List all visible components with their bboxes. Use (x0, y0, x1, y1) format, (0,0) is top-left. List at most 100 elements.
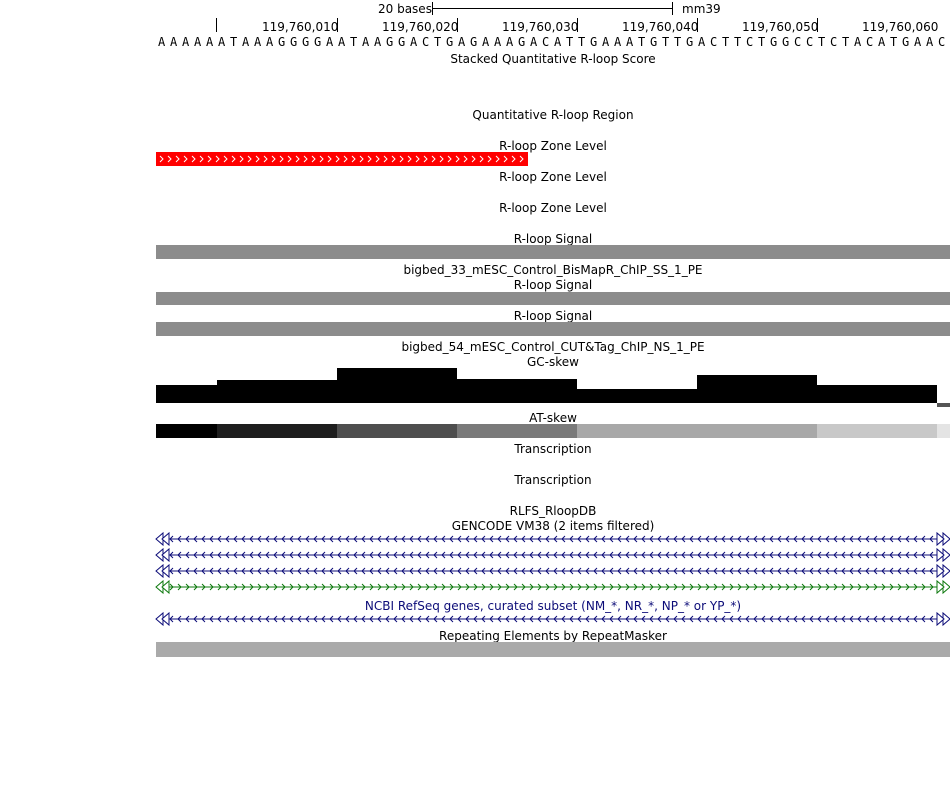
track-label-bigbed-54[interactable]: bigbed_54_mESC_Control_CUT&Tag_ChIP_NS_1… (401, 340, 705, 354)
gc-skew-bar (817, 385, 937, 403)
base-letter: A (242, 35, 250, 49)
base-letter: G (302, 35, 310, 49)
track-label-at-skew[interactable]: AT-skew (529, 411, 577, 425)
base-letter: C (422, 35, 430, 49)
base-letter: C (830, 35, 838, 49)
ruler-tick-label: 119,760,040 (622, 20, 699, 34)
base-letter: A (458, 35, 466, 49)
base-letter: A (266, 35, 274, 49)
base-letter: G (278, 35, 286, 49)
base-letter: G (446, 35, 454, 49)
at-skew-segment (457, 424, 577, 438)
base-letter: A (530, 35, 538, 49)
base-letter: G (386, 35, 394, 49)
refseq-transcript-line[interactable] (155, 611, 950, 627)
track-label-bigbed-33[interactable]: bigbed_33_mESC_Control_BisMapR_ChIP_SS_1… (403, 263, 703, 277)
rloop-zone-feature[interactable] (156, 152, 528, 166)
base-letter: A (182, 35, 190, 49)
base-letter: C (806, 35, 814, 49)
base-letter: A (374, 35, 382, 49)
scale-label: 20 bases (378, 2, 432, 16)
base-letter: T (638, 35, 646, 49)
base-letter: A (326, 35, 334, 49)
repeatmasker-bar[interactable] (156, 642, 950, 657)
track-label-zone-level[interactable]: R-loop Zone Level (499, 201, 607, 215)
base-letter: T (758, 35, 766, 49)
base-letter: C (794, 35, 802, 49)
gc-skew-bar (217, 380, 337, 403)
track-label-quant-region[interactable]: Quantitative R-loop Region (472, 108, 634, 122)
base-letter: A (506, 35, 514, 49)
track-label-refseq[interactable]: NCBI RefSeq genes, curated subset (NM_*,… (364, 599, 742, 613)
base-letter: G (290, 35, 298, 49)
track-label-repeatmasker[interactable]: Repeating Elements by RepeatMasker (439, 629, 667, 643)
ruler-tick-label: 119,760,030 (502, 20, 579, 34)
gencode-transcript-line[interactable] (155, 579, 950, 595)
base-letter: C (710, 35, 718, 49)
ruler-tick-label: 119,760,050 (742, 20, 819, 34)
base-letter: T (674, 35, 682, 49)
base-letter: C (938, 35, 946, 49)
base-letter: A (170, 35, 178, 49)
base-letter: A (362, 35, 370, 49)
base-letter: A (158, 35, 166, 49)
track-label-rloop-signal[interactable]: R-loop Signal (513, 309, 593, 323)
at-skew-segment (217, 424, 337, 438)
track-label-gc-skew[interactable]: GC-skew (527, 355, 579, 369)
at-skew-segment (937, 424, 950, 438)
rloop-signal-bar[interactable] (156, 322, 950, 336)
gc-skew-bar (577, 389, 697, 403)
base-letter: T (230, 35, 238, 49)
rloop-signal-bar[interactable] (156, 245, 950, 259)
base-letter: G (314, 35, 322, 49)
ruler-tick (457, 18, 458, 32)
scale-bar-line (432, 8, 673, 9)
gc-skew-bar (337, 368, 457, 403)
track-label-zone-level[interactable]: R-loop Zone Level (499, 139, 607, 153)
gencode-transcript-line[interactable] (155, 547, 950, 563)
track-label-gencode[interactable]: GENCODE VM38 (2 items filtered) (451, 519, 655, 533)
gencode-transcript-line[interactable] (155, 563, 950, 579)
at-skew-segment (577, 424, 817, 438)
gencode-gene-models[interactable] (155, 531, 950, 627)
ruler-tick (337, 18, 338, 32)
base-letter: A (698, 35, 706, 49)
ruler-tick-label: 119,760,020 (382, 20, 459, 34)
base-letter: T (842, 35, 850, 49)
base-letter: G (686, 35, 694, 49)
base-letter: A (878, 35, 886, 49)
base-letter: T (350, 35, 358, 49)
base-letter: G (518, 35, 526, 49)
base-letter: C (746, 35, 754, 49)
ruler-tick (216, 18, 217, 32)
base-letter: A (914, 35, 922, 49)
base-letter: T (662, 35, 670, 49)
track-label-zone-level[interactable]: R-loop Zone Level (499, 170, 607, 184)
base-letter: G (650, 35, 658, 49)
track-label-transcription[interactable]: Transcription (514, 473, 592, 487)
base-letter: A (926, 35, 934, 49)
base-letter: T (434, 35, 442, 49)
base-letter: A (614, 35, 622, 49)
assembly-label: mm39 (682, 2, 721, 16)
base-letter: A (194, 35, 202, 49)
base-letter: A (854, 35, 862, 49)
base-letter: A (494, 35, 502, 49)
rloop-signal-bar[interactable] (156, 292, 950, 305)
base-letter: A (554, 35, 562, 49)
gc-skew-bar (697, 375, 817, 403)
ruler-tick (817, 18, 818, 32)
base-letter: G (782, 35, 790, 49)
base-letter: T (566, 35, 574, 49)
track-label-transcription[interactable]: Transcription (514, 442, 592, 456)
gc-skew-bar (457, 379, 577, 403)
base-letter: A (254, 35, 262, 49)
ruler-tick (577, 18, 578, 32)
base-letter: G (590, 35, 598, 49)
gencode-transcript-line[interactable] (155, 531, 950, 547)
track-label-rlfs[interactable]: RLFS_RloopDB (509, 504, 597, 518)
track-label-rloop-signal[interactable]: R-loop Signal (513, 278, 593, 292)
track-label-stacked-score[interactable]: Stacked Quantitative R-loop Score (450, 52, 656, 66)
at-skew-segment (817, 424, 937, 438)
track-label-rloop-signal[interactable]: R-loop Signal (513, 232, 593, 246)
